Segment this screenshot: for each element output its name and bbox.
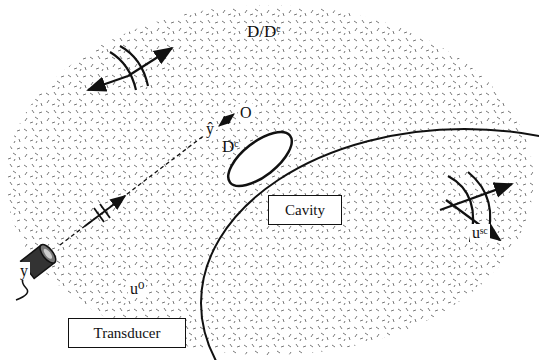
- transducer-label-box: Transducer: [68, 318, 186, 348]
- box-label: Transducer: [94, 325, 161, 342]
- medium-region: DᶜCavity D/Dᶜ: [5, 5, 534, 355]
- origin-label: O: [238, 104, 254, 122]
- position-label: y: [18, 262, 30, 280]
- cavity-boundary: [220, 122, 301, 196]
- medium-texture: [6, 5, 534, 355]
- region-symbol: Dᶜ: [222, 138, 239, 157]
- direction-label: ŷ: [204, 120, 216, 138]
- incident-beam: [60, 114, 234, 245]
- incident-wave-label: u⁰: [128, 280, 146, 298]
- box-label: Cavity: [285, 202, 325, 219]
- cavity-label-box: Cavity: [268, 195, 342, 225]
- scattered-wave-label: uˢᶜ: [470, 224, 490, 242]
- wavefront-top-left: [88, 46, 172, 90]
- region-outline: [5, 5, 534, 355]
- scattered-wavefront: [440, 172, 512, 242]
- region-symbol: D/Dᶜ: [247, 23, 281, 42]
